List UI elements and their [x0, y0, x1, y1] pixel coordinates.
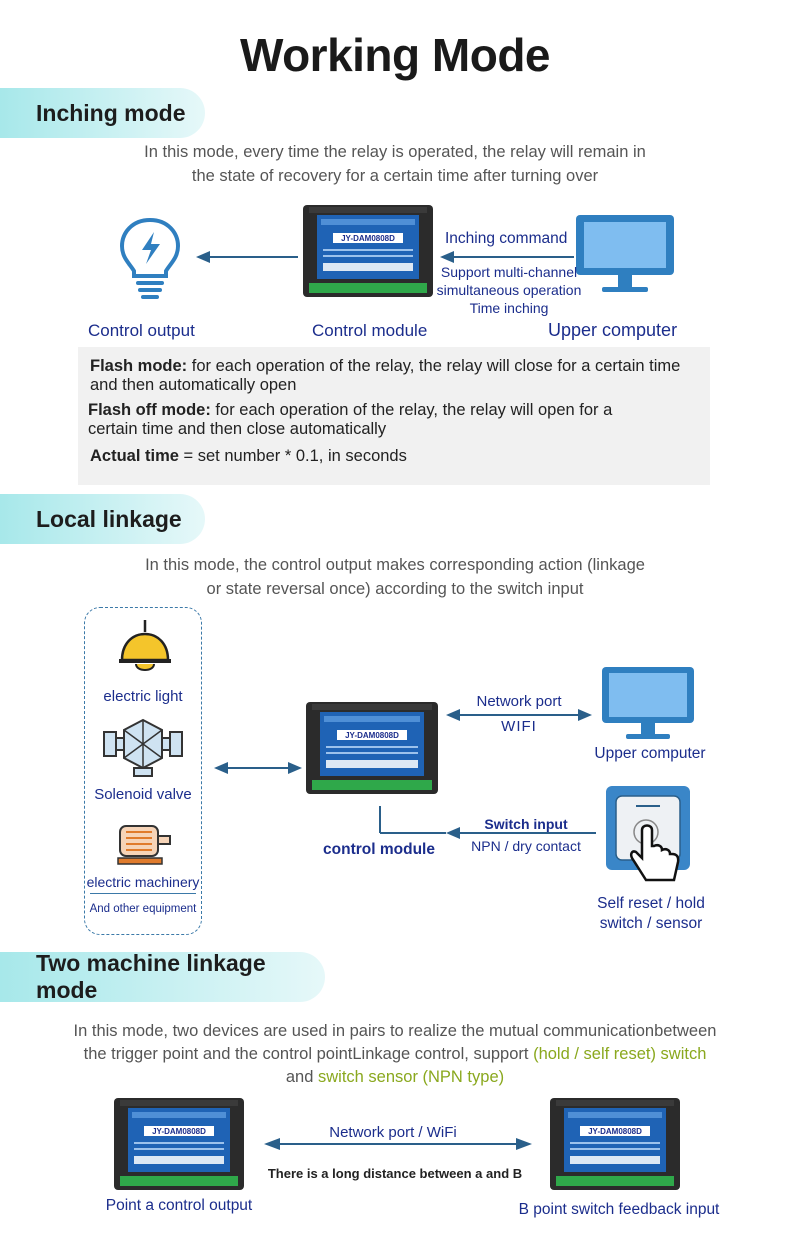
ceiling-lamp-icon — [119, 620, 171, 671]
monitor-icon — [576, 215, 674, 292]
switch-sensor-label: Self reset / hold switch / sensor — [597, 895, 705, 932]
lightbulb-icon — [119, 217, 181, 299]
point-b-device: JY-DAM0808D — [550, 1098, 680, 1190]
local-description: In this mode, the control output makes c… — [145, 556, 645, 598]
distance-note: There is a long distance between a and B — [267, 1166, 523, 1181]
control-module-label: Control module — [312, 321, 428, 340]
network-wifi-label: Network port / WiFi — [329, 1124, 457, 1141]
device-label: JY-DAM0808D — [345, 731, 399, 740]
other-equipment-label: And other equipment — [89, 903, 197, 915]
device-label: JY-DAM0808D — [588, 1127, 642, 1136]
mode-explanation-box: Flash mode: for each operation of the re… — [78, 347, 710, 485]
support-note: Support multi-channel simultaneous opera… — [436, 264, 582, 316]
switch-input-label: Switch input — [484, 816, 568, 832]
control-output-label: Control output — [88, 321, 195, 340]
arrow-linkage — [214, 762, 302, 774]
two-machine-heading: Two machine linkage mode — [0, 950, 325, 1003]
arrow-switch-input — [379, 806, 596, 839]
control-module-device: JY-DAM0808D — [303, 205, 433, 297]
arrow-command — [440, 251, 574, 263]
push-button-icon — [606, 786, 690, 882]
point-a-label: Point a control output — [105, 1197, 253, 1214]
device-label: JY-DAM0808D — [341, 234, 395, 243]
upper-computer-label-2: Upper computer — [594, 745, 706, 762]
solenoid-valve-label: Solenoid valve — [94, 786, 192, 803]
network-port-label: Network port — [476, 693, 562, 710]
page-title: Working Mode — [239, 29, 551, 81]
inching-command-label: Inching command — [445, 230, 568, 247]
point-b-label: B point switch feedback input — [518, 1201, 720, 1218]
equipment-group — [84, 607, 202, 935]
point-a-device: JY-DAM0808D — [114, 1098, 244, 1190]
monitor-icon — [602, 667, 694, 739]
inching-heading: Inching mode — [0, 88, 205, 138]
two-machine-description: In this mode, two devices are used in pa… — [73, 1022, 717, 1086]
wifi-label: WIFI — [501, 718, 537, 735]
arrow-a-b — [264, 1138, 532, 1150]
control-module-label-2: control module — [323, 841, 435, 858]
device-label: JY-DAM0808D — [152, 1127, 206, 1136]
electric-machinery-label: electric machinery — [86, 874, 200, 890]
arrow-to-output — [196, 251, 298, 263]
solenoid-valve-icon — [103, 718, 183, 777]
motor-icon — [117, 825, 171, 865]
divider — [90, 893, 196, 894]
npn-label: NPN / dry contact — [471, 838, 581, 854]
electric-light-label: electric light — [103, 688, 183, 705]
inching-description: In this mode, every time the relay is op… — [144, 143, 646, 185]
flash-mode-text: Flash mode: for each operation of the re… — [90, 357, 681, 375]
control-module-device: JY-DAM0808D — [306, 702, 438, 794]
local-linkage-heading: Local linkage — [0, 494, 205, 544]
arrow-network — [446, 709, 592, 721]
upper-computer-label: Upper computer — [548, 320, 678, 340]
